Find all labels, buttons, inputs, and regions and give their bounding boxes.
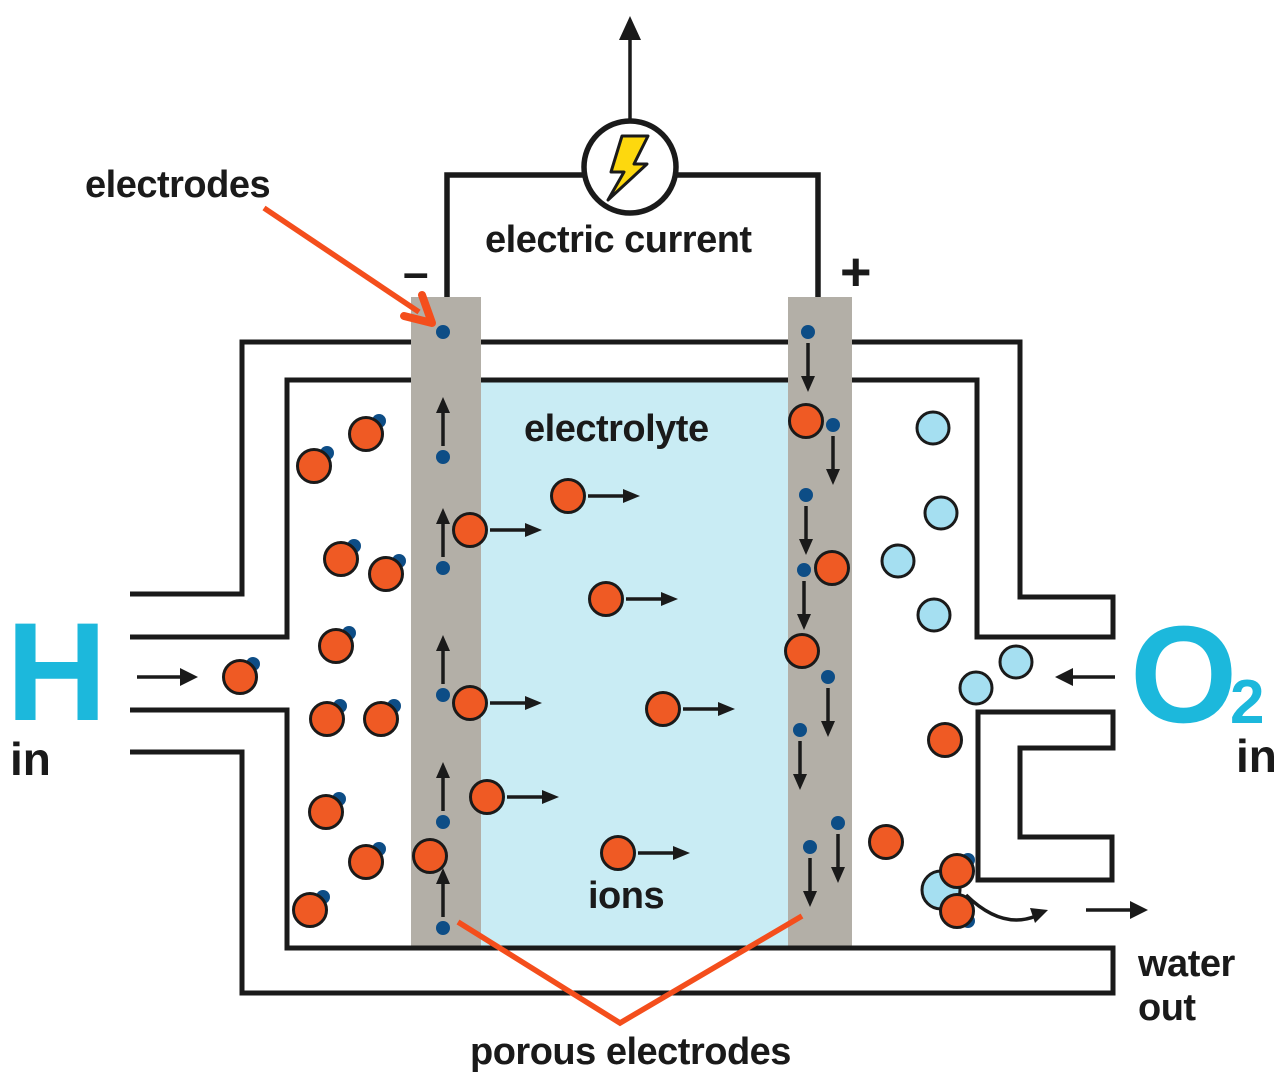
electron-up-arrowhead xyxy=(436,868,450,884)
electron-dot xyxy=(799,488,813,502)
electron-dot xyxy=(826,418,840,432)
electron-down-arrowhead xyxy=(826,469,840,485)
ion-arrowhead xyxy=(542,790,559,804)
electron-up-arrowhead xyxy=(436,508,450,524)
oxygen-in-arrowhead xyxy=(1055,668,1073,686)
electron-dot xyxy=(793,723,807,737)
hydrogen-atom xyxy=(318,628,354,664)
hydrogen-atom xyxy=(348,416,384,452)
hydrogen-atom xyxy=(368,556,404,592)
oxygen-in-label: in xyxy=(1236,730,1277,782)
oxygen-molecule xyxy=(916,597,952,633)
ion-arrowhead xyxy=(661,592,678,606)
hydrogen-atom xyxy=(348,844,384,880)
minus-terminal-label: – xyxy=(403,246,429,298)
hydrogen-ion xyxy=(452,685,488,721)
oxygen-molecule xyxy=(915,410,951,446)
current-direction-arrowhead xyxy=(619,16,641,40)
electron-down-arrowhead xyxy=(793,774,807,790)
electron-dot xyxy=(801,325,815,339)
electron-down-arrowhead xyxy=(821,721,835,737)
oxygen-molecule xyxy=(880,543,916,579)
hydrogen-ion xyxy=(469,779,505,815)
hydrogen-atom xyxy=(363,701,399,737)
hydrogen-ion xyxy=(814,550,850,586)
electric-current-label: electric current xyxy=(485,219,752,261)
hydrogen-atom xyxy=(308,794,344,830)
porous-electrodes-label: porous electrodes xyxy=(470,1031,791,1073)
electron-up-arrowhead xyxy=(436,397,450,413)
water-hydrogen-atom xyxy=(939,853,975,889)
hydrogen-ion xyxy=(868,824,904,860)
electron-dot xyxy=(436,688,450,702)
hydrogen-ion xyxy=(927,722,963,758)
right-electrode xyxy=(788,297,852,948)
electron-down-arrowhead xyxy=(803,891,817,907)
electrolyte-region xyxy=(481,380,788,948)
electrodes-pointer-arrowhead xyxy=(400,291,436,327)
electron-dot xyxy=(821,670,835,684)
hydrogen-atom xyxy=(222,659,258,695)
electrodes-label: electrodes xyxy=(85,164,270,206)
electron-dot xyxy=(803,840,817,854)
ion-arrowhead xyxy=(718,702,735,716)
water-hydrogen-atom xyxy=(939,893,975,929)
oxygen-molecule xyxy=(958,670,994,706)
container-wall-upper xyxy=(130,339,1116,640)
electron-dot xyxy=(436,450,450,464)
ions-label: ions xyxy=(588,875,664,917)
electron-down-arrowhead xyxy=(801,376,815,392)
particles-layer xyxy=(222,325,1034,935)
hydrogen-ion xyxy=(452,512,488,548)
electron-down-arrowhead xyxy=(799,539,813,555)
oxygen-molecule xyxy=(923,495,959,531)
lightning-bolt-icon xyxy=(606,134,650,202)
container-wall-lower xyxy=(130,707,1116,996)
oxygen-symbol: O xyxy=(1130,598,1237,752)
water-out-arrowhead xyxy=(1130,901,1148,919)
water-out-label-line2: out xyxy=(1138,987,1196,1029)
hydrogen-ion xyxy=(550,478,586,514)
hydrogen-symbol: H xyxy=(6,593,107,750)
oxygen-subscript: 2 xyxy=(1230,668,1264,737)
water-curved-arrowhead xyxy=(1030,908,1048,923)
electron-dot xyxy=(436,921,450,935)
hydrogen-in-label: in xyxy=(10,733,51,785)
ion-arrowhead xyxy=(623,489,640,503)
electron-dot xyxy=(436,561,450,575)
hydrogen-atom xyxy=(309,701,345,737)
oxygen-molecule xyxy=(998,644,1034,680)
electron-dot xyxy=(436,325,450,339)
electron-up-arrowhead xyxy=(436,762,450,778)
oxygen-channel-wall xyxy=(975,709,1116,883)
water-out-label-line1: water xyxy=(1137,943,1235,985)
hydrogen-ion xyxy=(645,691,681,727)
electrolyte-label: electrolyte xyxy=(524,408,709,450)
ion-arrowhead xyxy=(525,523,542,537)
ion-arrowhead xyxy=(525,696,542,710)
electron-dot xyxy=(831,816,845,830)
hydrogen-atom xyxy=(292,892,328,928)
porous-electrodes-pointer-line xyxy=(456,913,804,1027)
electron-down-arrowhead xyxy=(797,614,811,630)
ion-arrowhead xyxy=(673,846,690,860)
water-curved-arrow xyxy=(964,893,1037,922)
hydrogen-in-arrowhead xyxy=(180,668,198,686)
hydrogen-atom xyxy=(296,448,332,484)
hydrogen-ion xyxy=(600,835,636,871)
hydrogen-ion xyxy=(788,403,824,439)
electron-dot xyxy=(797,563,811,577)
hydrogen-atom xyxy=(323,541,359,577)
plus-terminal-label: + xyxy=(840,242,872,302)
hydrogen-ion xyxy=(784,633,820,669)
electron-up-arrowhead xyxy=(436,635,450,651)
electron-down-arrowhead xyxy=(831,867,845,883)
electrodes-pointer-line xyxy=(262,205,421,315)
hydrogen-ion xyxy=(588,581,624,617)
electron-dot xyxy=(436,815,450,829)
hydrogen-ion xyxy=(412,838,448,874)
